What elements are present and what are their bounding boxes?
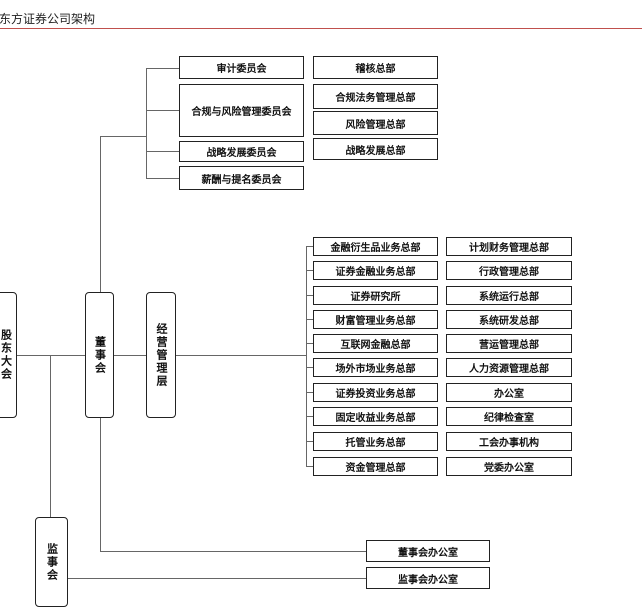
committee-unit-box: 战略发展总部 [313,138,438,160]
department-box: 工会办事机构 [446,432,572,451]
connector-line [306,441,313,442]
department-box: 证券投资业务总部 [313,383,438,402]
board-box: 董事会 [85,292,114,418]
management-box: 经营管理层 [146,292,176,418]
connector-line [306,416,313,417]
connector-line [100,551,366,552]
shareholders-meeting-box: 股东大会 [0,292,17,418]
department-box: 互联网金融总部 [313,334,438,353]
supervisor-office-box: 监事会办公室 [366,567,490,589]
board-label: 董事会 [93,335,107,375]
supervisors-box: 监事会 [35,517,68,607]
department-box: 办公室 [446,383,572,402]
department-box: 场外市场业务总部 [313,358,438,377]
department-box: 党委办公室 [446,457,572,476]
connector-line [176,355,307,356]
department-box: 证券金融业务总部 [313,261,438,280]
department-box: 金融衍生品业务总部 [313,237,438,256]
connector-line [306,295,313,296]
connector-line [100,136,101,293]
connector-line [146,178,179,179]
department-box: 行政管理总部 [446,261,572,280]
department-box: 托管业务总部 [313,432,438,451]
management-label: 经营管理层 [155,322,168,388]
department-box: 证券研究所 [313,286,438,305]
connector-line [50,355,51,517]
connector-line [146,68,147,179]
department-box: 人力资源管理总部 [446,358,572,377]
committee-box: 审计委员会 [179,56,304,79]
connector-line [306,270,313,271]
department-box: 财富管理业务总部 [313,310,438,329]
supervisors-label: 监事会 [45,542,59,582]
connector-line [146,68,179,69]
committee-box: 合规与风险管理委员会 [179,84,304,137]
connector-line [306,392,313,393]
connector-line [68,578,366,579]
committee-unit-box: 合规法务管理总部 [313,84,438,109]
connector-line [306,367,313,368]
committee-box: 薪酬与提名委员会 [179,166,304,190]
board-office-box: 董事会办公室 [366,540,490,562]
shareholders-meeting-label: 股东大会 [0,329,13,381]
committee-unit-box: 风险管理总部 [313,111,438,135]
connector-line [306,246,313,247]
title-underline [0,28,642,29]
connector-line [306,319,313,320]
page-title: 东方证券公司架构 [0,12,96,26]
department-box: 资金管理总部 [313,457,438,476]
committee-unit-box: 稽核总部 [313,56,438,79]
connector-line [306,466,313,467]
connector-line [146,151,179,152]
connector-line [146,110,179,111]
department-box: 计划财务管理总部 [446,237,572,256]
committee-box: 战略发展委员会 [179,141,304,162]
connector-line [306,343,313,344]
department-box: 纪律检查室 [446,407,572,426]
department-box: 系统运行总部 [446,286,572,305]
connector-line [17,355,85,356]
connector-line [100,136,147,137]
connector-line [100,418,101,552]
connector-line [114,355,146,356]
department-box: 系统研发总部 [446,310,572,329]
department-box: 固定收益业务总部 [313,407,438,426]
department-box: 营运管理总部 [446,334,572,353]
connector-line [306,246,307,467]
